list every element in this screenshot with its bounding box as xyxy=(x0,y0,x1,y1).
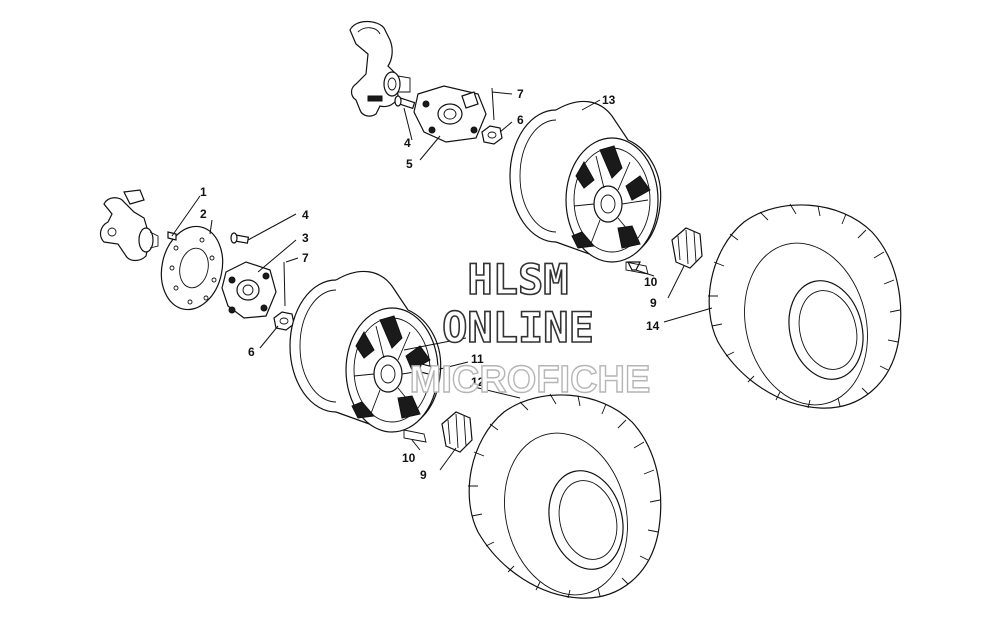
svg-text:11: 11 xyxy=(471,352,484,366)
watermark: HLSM ONLINE MICROFICHE xyxy=(409,254,651,402)
callout-5: 5 xyxy=(406,135,441,171)
callout-12: 12 xyxy=(469,375,521,399)
svg-text:4: 4 xyxy=(404,136,411,150)
callout-7-lower: 7 xyxy=(285,251,309,265)
svg-text:10: 10 xyxy=(644,275,658,289)
svg-text:8: 8 xyxy=(469,331,476,345)
svg-text:9: 9 xyxy=(420,468,427,482)
svg-text:6: 6 xyxy=(517,113,524,127)
callout-10-lower: 10 xyxy=(402,439,421,465)
lower-cotter-pin xyxy=(283,261,286,307)
svg-text:2: 2 xyxy=(200,207,207,221)
callout-7-upper: 7 xyxy=(491,87,524,101)
callout-6-lower: 6 xyxy=(248,325,279,359)
upper-hub xyxy=(413,85,487,143)
upper-cotter-pin xyxy=(491,87,495,121)
upper-castle-nut xyxy=(481,125,503,145)
callout-8: 8 xyxy=(403,331,476,351)
lower-hub xyxy=(221,261,277,319)
callout-6-upper: 6 xyxy=(499,113,524,133)
callout-1: 1 xyxy=(171,185,207,237)
lug-stud xyxy=(418,363,440,377)
lower-lug-nut xyxy=(441,411,473,453)
lower-wheel-rim xyxy=(289,270,442,433)
lower-valve-stem xyxy=(403,429,427,443)
callout-10-upper: 10 xyxy=(635,269,658,289)
callout-9-upper: 9 xyxy=(650,265,685,310)
watermark-line-1: HLSM xyxy=(467,255,568,304)
brake-disc xyxy=(160,225,224,311)
upper-tire xyxy=(708,203,902,409)
upper-stud xyxy=(394,95,416,110)
svg-text:9: 9 xyxy=(650,296,657,310)
svg-text:7: 7 xyxy=(517,87,524,101)
lower-tire xyxy=(468,393,662,599)
callout-9-lower: 9 xyxy=(420,447,457,482)
svg-text:4: 4 xyxy=(302,208,309,222)
svg-text:12: 12 xyxy=(471,375,485,389)
lower-steering-knuckle xyxy=(99,189,159,262)
callout-14: 14 xyxy=(646,307,713,333)
upper-steering-knuckle xyxy=(349,20,411,117)
lower-stud xyxy=(230,232,250,244)
svg-text:5: 5 xyxy=(406,157,413,171)
watermark-line-3: MICROFICHE xyxy=(410,359,651,401)
svg-text:6: 6 xyxy=(248,345,255,359)
svg-text:13: 13 xyxy=(602,93,616,107)
upper-valve-stem xyxy=(625,261,649,275)
upper-wheel-rim xyxy=(509,100,662,263)
callout-13: 13 xyxy=(581,93,616,111)
callout-3: 3 xyxy=(257,231,309,273)
svg-text:14: 14 xyxy=(646,319,660,333)
upper-lug-nut xyxy=(671,227,703,269)
callout-4-lower: 4 xyxy=(247,208,309,241)
callout-11: 11 xyxy=(435,352,484,371)
svg-text:1: 1 xyxy=(200,185,207,199)
svg-text:10: 10 xyxy=(402,451,416,465)
callout-4-upper: 4 xyxy=(403,107,413,150)
svg-text:7: 7 xyxy=(302,251,309,265)
watermark-line-2: ONLINE xyxy=(442,303,594,352)
callout-2: 2 xyxy=(200,207,213,235)
svg-text:3: 3 xyxy=(302,231,309,245)
